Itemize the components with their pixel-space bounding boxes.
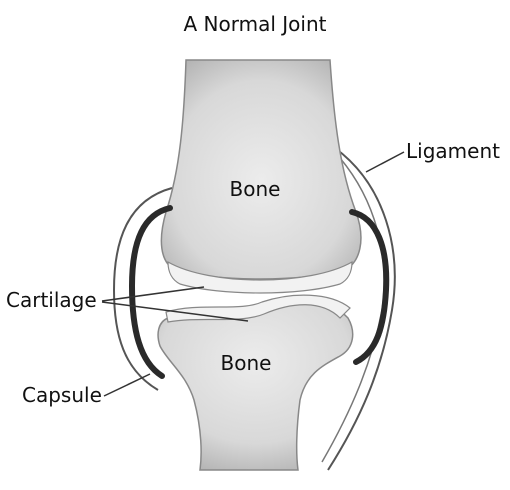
upper-bone [161,60,361,279]
lower-bone [158,303,353,470]
bone-upper-label: Bone [230,177,281,201]
capsule-outer-left [114,188,172,390]
capsule-label: Capsule [22,383,102,407]
ligament-leader-line [366,152,404,172]
cartilage-leader-upper [102,287,204,301]
ligament-label: Ligament [406,139,500,163]
cartilage-label: Cartilage [6,288,97,312]
bone-lower-label: Bone [221,351,272,375]
capsule-leader-line [104,374,150,396]
